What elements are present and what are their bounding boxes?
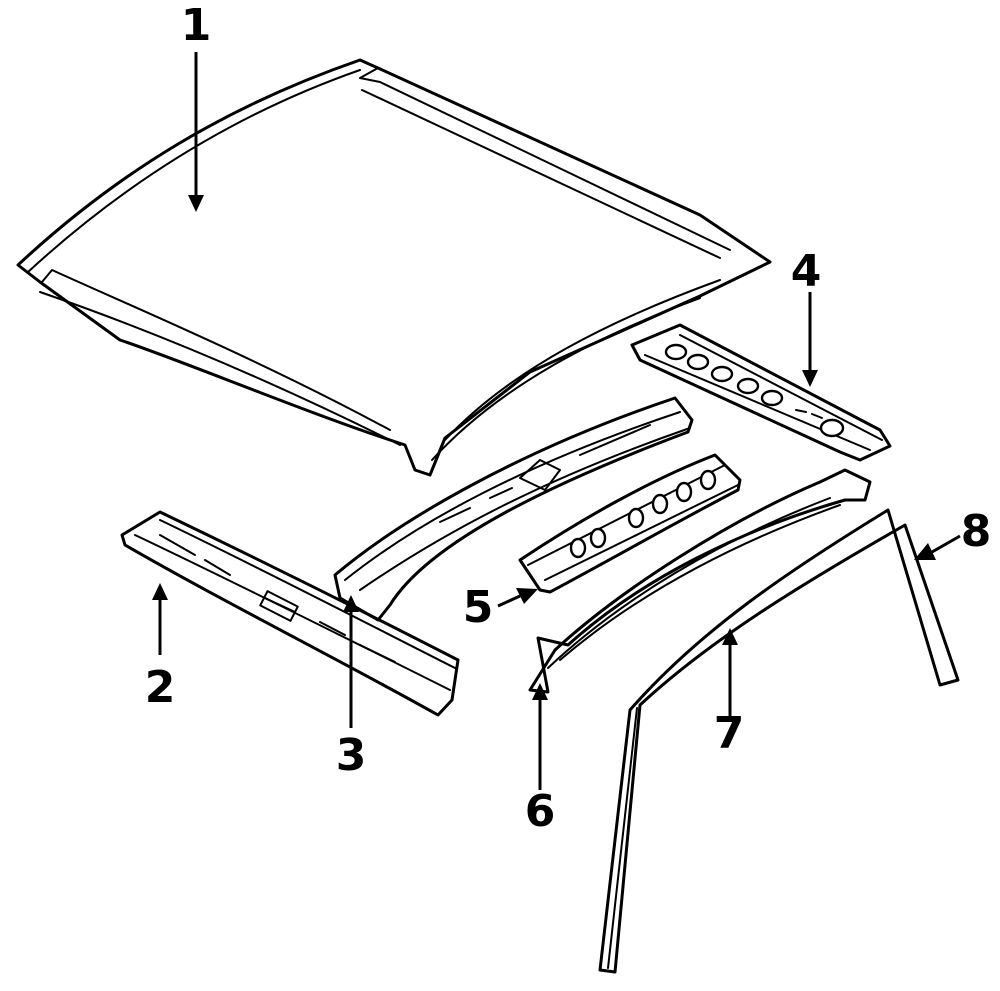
callout-7: 7 [714, 708, 745, 759]
roof-bow [518, 453, 742, 594]
callout-5: 5 [463, 582, 494, 633]
callout-arrows [152, 52, 961, 790]
callout-2: 2 [145, 662, 176, 713]
roof-side-rail [528, 468, 872, 694]
callout-labels: 1 2 3 4 5 6 7 8 [145, 0, 992, 837]
roof-panel [16, 58, 772, 477]
callout-4: 4 [791, 246, 822, 297]
front-header-rail [120, 510, 460, 717]
callout-8: 8 [961, 506, 992, 557]
center-roof-rail [333, 396, 694, 622]
callout-3: 3 [336, 730, 367, 781]
callout-1: 1 [181, 0, 212, 51]
rear-header-rail [630, 323, 892, 462]
callout-6: 6 [525, 786, 556, 837]
door-opening-weatherstrip [598, 508, 960, 974]
